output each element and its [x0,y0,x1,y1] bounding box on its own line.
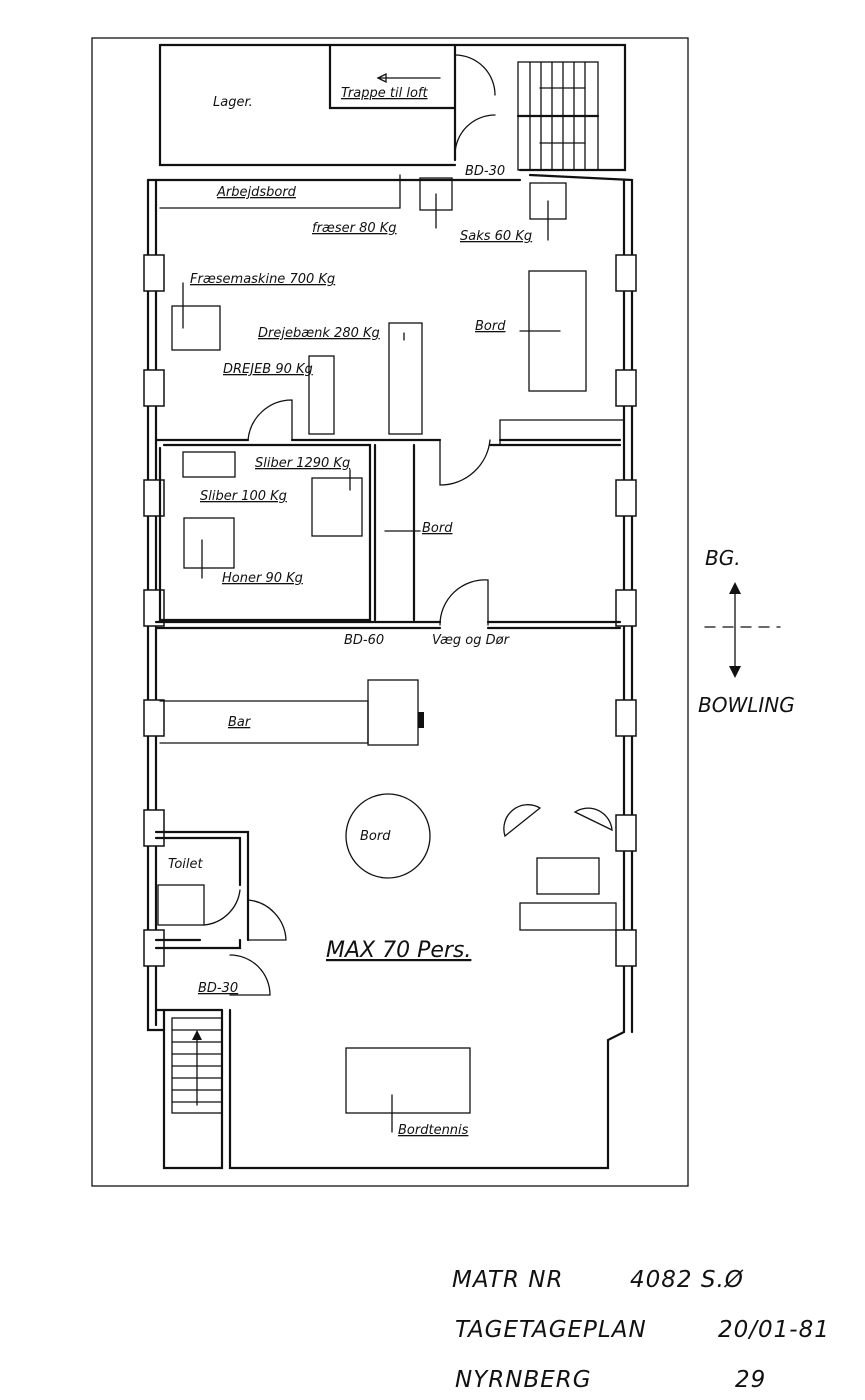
label-toilet: Toilet [168,857,204,872]
label-bd30-top: BD-30 [465,164,505,179]
main-walls [143,173,637,1170]
title-plan-date: 20/01-81 [718,1317,830,1343]
label-drejebank: Drejebænk 280 Kg [258,326,380,341]
staircase-top [516,61,600,171]
orientation-top: BG. [705,546,741,570]
label-drejeb: DREJEB 90 Kg [223,362,313,377]
title-address-number: 29 [735,1367,766,1393]
title-matr-value: 4082 S.Ø [630,1267,744,1293]
label-honer: Honer 90 Kg [222,571,303,586]
label-sliber-2: Sliber 100 Kg [200,489,287,504]
label-max-persons: MAX 70 Pers. [326,938,471,963]
label-sliber-1: Sliber 1290 Kg [255,456,350,471]
label-bord-mid: Bord [422,521,453,536]
label-bd60: BD-60 [344,633,384,648]
title-matr-label: MATR NR [452,1267,563,1293]
label-fraesemaskine: Fræsemaskine 700 Kg [190,272,335,287]
staircase-bottom [171,1017,223,1114]
label-fraeser: fræser 80 Kg [312,221,397,236]
toilet [154,830,287,1012]
label-vaeg: Væg og Dør [432,633,511,648]
label-lager: Lager. [213,95,253,110]
social-furniture [345,793,617,1133]
round-table [345,793,431,879]
orientation-marker [704,582,781,678]
label-bordtennis: Bordtennis [398,1123,469,1138]
bar-area [159,679,424,746]
label-bord-top: Bord [475,319,506,334]
title-plan-label: TAGETAGEPLAN [455,1317,647,1343]
label-trappe: Trappe til loft [341,86,428,101]
label-bar: Bar [228,715,252,730]
outer-boundary [91,37,689,1187]
workshop [154,174,625,630]
orientation-bottom: BOWLING [698,693,795,717]
label-bord-round: Bord [360,829,391,844]
table-tennis-table [345,1047,471,1114]
title-address-label: NYRNBERG [455,1367,592,1393]
label-bd30-bottom: BD-30 [198,981,238,996]
label-arbejdsbord: Arbejdsbord [216,185,297,200]
label-saks: Saks 60 Kg [460,229,532,244]
